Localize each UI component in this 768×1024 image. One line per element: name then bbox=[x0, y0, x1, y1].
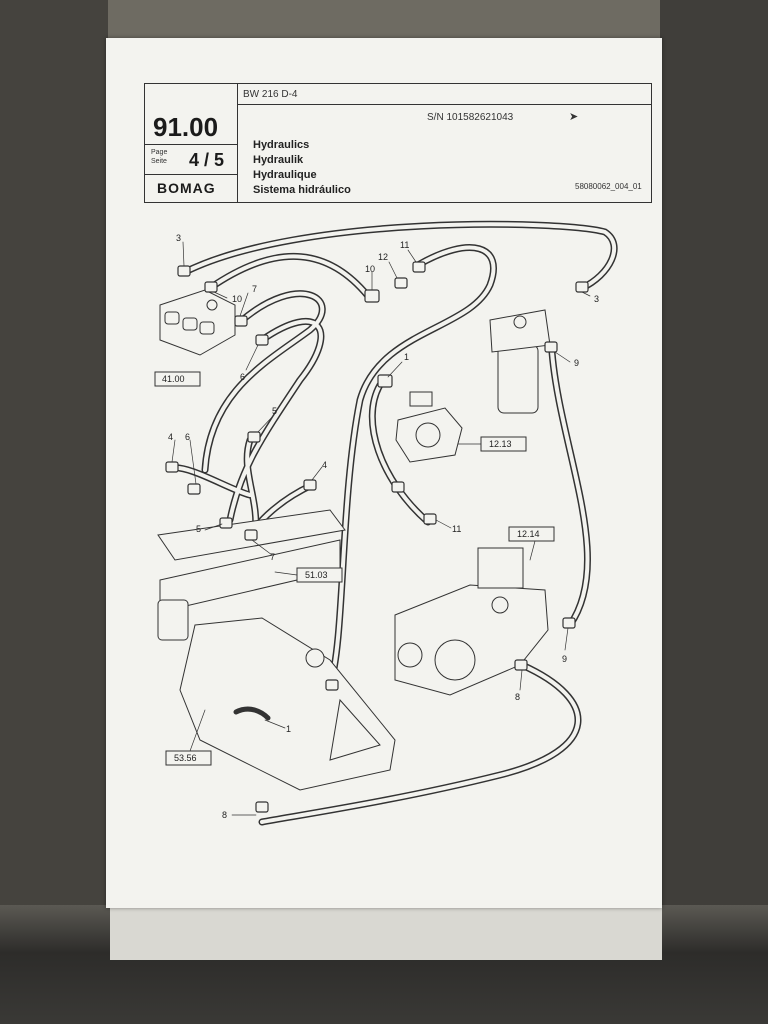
title-es: Sistema hidráulico bbox=[253, 184, 351, 196]
callout-5: 5 bbox=[272, 406, 277, 416]
callout-5b: 5 bbox=[196, 524, 201, 534]
main-pump bbox=[394, 547, 549, 696]
control-valve bbox=[159, 289, 236, 356]
callout-7b: 7 bbox=[270, 552, 275, 562]
callout-8: 8 bbox=[515, 692, 520, 702]
callout-7: 7 bbox=[252, 284, 257, 294]
callout-11b: 11 bbox=[452, 524, 461, 534]
bomag-logo: BOMAG bbox=[157, 180, 216, 196]
ref-box-41-00: 41.00 bbox=[162, 374, 185, 384]
callout-6b: 6 bbox=[185, 432, 190, 442]
callout-1b: 1 bbox=[286, 724, 291, 734]
callout-4: 4 bbox=[168, 432, 173, 442]
ref-box-53-56: 53.56 bbox=[174, 753, 197, 763]
callout-6: 6 bbox=[240, 372, 245, 382]
title-list: Hydraulics Hydraulik Hydraulique Sistema… bbox=[253, 138, 351, 198]
callout-8b: 8 bbox=[222, 810, 227, 820]
title-de: Hydraulik bbox=[253, 154, 304, 166]
title-block: 91.00 Page Seite 4 / 5 BOMAG BW 216 D-4 … bbox=[144, 83, 652, 203]
title-en: Hydraulics bbox=[253, 139, 310, 151]
callout-10b: 10 bbox=[365, 264, 375, 274]
page-number: 4 / 5 bbox=[189, 150, 225, 170]
serial-number: S/N 101582621043 bbox=[427, 112, 514, 123]
page-label: Page Seite bbox=[151, 149, 168, 165]
ref-box-51-03: 51.03 bbox=[305, 570, 328, 580]
callout-9b: 9 bbox=[562, 654, 567, 664]
callout-12: 12 bbox=[378, 252, 388, 262]
tank bbox=[179, 617, 396, 791]
callout-3: 3 bbox=[176, 233, 181, 243]
model-number: BW 216 D-4 bbox=[243, 89, 298, 100]
background-left bbox=[0, 0, 108, 1024]
drawing-number: 58080062_004_01 bbox=[575, 182, 642, 191]
pump-motor bbox=[395, 391, 463, 463]
section-number: 91.00 bbox=[153, 112, 219, 142]
callout-9: 9 bbox=[574, 358, 579, 368]
background-right bbox=[660, 0, 768, 1024]
title-fr: Hydraulique bbox=[253, 169, 317, 181]
callout-4b: 4 bbox=[322, 460, 327, 470]
ref-box-12-14: 12.14 bbox=[517, 529, 540, 539]
callout-3b: 3 bbox=[594, 294, 599, 304]
callout-11: 11 bbox=[400, 240, 409, 250]
ref-box-12-13: 12.13 bbox=[489, 439, 512, 449]
callout-10: 10 bbox=[232, 294, 242, 304]
filter bbox=[489, 309, 551, 414]
sheet-under bbox=[110, 905, 662, 960]
callout-1: 1 bbox=[404, 352, 409, 362]
arrow-icon: ➤ bbox=[569, 111, 579, 123]
